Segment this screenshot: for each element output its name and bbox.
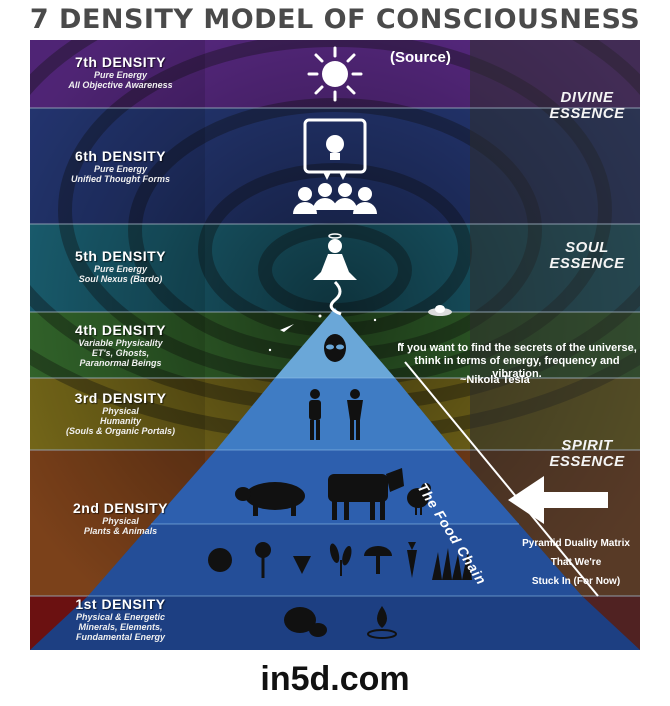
source-label: (Source) <box>390 49 451 66</box>
density-1-name: 1st DENSITY <box>75 596 166 612</box>
shooting-star-icon <box>268 314 402 352</box>
arrow-left-icon <box>508 476 608 524</box>
tomato-icon <box>208 548 232 572</box>
lightbulb-screen-icon <box>303 118 367 180</box>
wheat-icon <box>329 543 352 576</box>
footer-site-name: in5d.com <box>260 660 410 698</box>
density-6-desc-1: Pure Energy <box>93 164 148 174</box>
density-3-desc-3: (Souls & Organic Portals) <box>65 426 176 436</box>
quote-author: ~Nikola Tesla <box>460 374 530 386</box>
density-4-desc-1: Variable Physicality <box>78 338 163 348</box>
grass-icon <box>432 548 472 580</box>
density-4-desc-2: ET's, Ghosts, <box>91 348 150 358</box>
density-3-name: 3rd DENSITY <box>74 390 167 406</box>
density-5-name: 5th DENSITY <box>74 248 167 264</box>
chicken-icon <box>407 483 431 515</box>
density-5-label: 5th DENSITY Pure Energy Soul Nexus (Bard… <box>38 248 203 284</box>
density-5-desc-2: Soul Nexus (Bardo) <box>78 274 163 284</box>
density-2-name: 2nd DENSITY <box>73 500 168 516</box>
vortex-swirl <box>30 40 640 650</box>
density-3-desc-1: Physical <box>102 406 139 416</box>
rocks-icon <box>284 607 327 637</box>
page-title: 7 DENSITY MODEL OF CONSCIOUSNESS <box>29 4 641 35</box>
density-1-desc-2: Minerals, Elements, <box>78 622 163 632</box>
spirit-essence-label: SPIRIT ESSENCE <box>549 437 625 470</box>
tesla-quote: If you want to find the secrets of the u… <box>397 342 637 380</box>
density-diagram: 7th DENSITY Pure Energy All Objective Aw… <box>30 40 640 650</box>
carrot-icon <box>407 542 417 578</box>
mushroom-icon <box>364 546 392 574</box>
density-4-label: 4th DENSITY Variable Physicality ET's, G… <box>38 322 203 368</box>
density-6-name: 6th DENSITY <box>74 148 167 164</box>
water-drop-icon <box>367 606 397 639</box>
density-1-desc-3: Fundamental Energy <box>75 632 165 642</box>
alien-icon <box>324 334 346 362</box>
ufo-icon <box>428 305 452 316</box>
density-2-desc-2: Plants & Animals <box>83 526 158 536</box>
density-3-label: 3rd DENSITY Physical Humanity (Souls & O… <box>38 390 203 436</box>
flower-icon <box>255 542 271 578</box>
density-6-label: 6th DENSITY Pure Energy Unified Thought … <box>38 148 203 184</box>
matrix-caption: Pyramid Duality Matrix That We're Stuck … <box>506 534 640 591</box>
cow-icon <box>328 468 404 520</box>
density-5-desc-1: Pure Energy <box>93 264 148 274</box>
pig-icon <box>235 482 305 516</box>
density-7-desc-2: All Objective Awareness <box>68 80 173 90</box>
matrix-line-2: That We're <box>550 557 602 568</box>
density-2-desc-1: Physical <box>102 516 139 526</box>
meditating-figure-icon <box>313 233 357 316</box>
group-icon <box>293 183 377 214</box>
humans-icon <box>309 389 363 440</box>
density-7-desc-1: Pure Energy <box>93 70 148 80</box>
density-4-name: 4th DENSITY <box>74 322 167 338</box>
density-7-label: 7th DENSITY Pure Energy All Objective Aw… <box>38 54 203 90</box>
soul-essence-label: SOUL ESSENCE <box>549 239 625 272</box>
density-1-desc-1: Physical & Energetic <box>75 612 166 622</box>
density-2-label: 2nd DENSITY Physical Plants & Animals <box>38 500 203 536</box>
density-3-desc-2: Humanity <box>99 416 141 426</box>
sun-icon <box>307 46 363 102</box>
density-4-desc-3: Paranormal Beings <box>79 358 162 368</box>
matrix-line-1: Pyramid Duality Matrix <box>522 538 630 549</box>
density-7-name: 7th DENSITY <box>74 54 167 70</box>
divine-essence-label: DIVINE ESSENCE <box>549 89 625 122</box>
strawberry-icon <box>293 556 311 574</box>
density-1-label: 1st DENSITY Physical & Energetic Mineral… <box>38 596 203 642</box>
density-6-desc-2: Unified Thought Forms <box>71 174 170 184</box>
matrix-line-3: Stuck In (For Now) <box>531 576 621 587</box>
